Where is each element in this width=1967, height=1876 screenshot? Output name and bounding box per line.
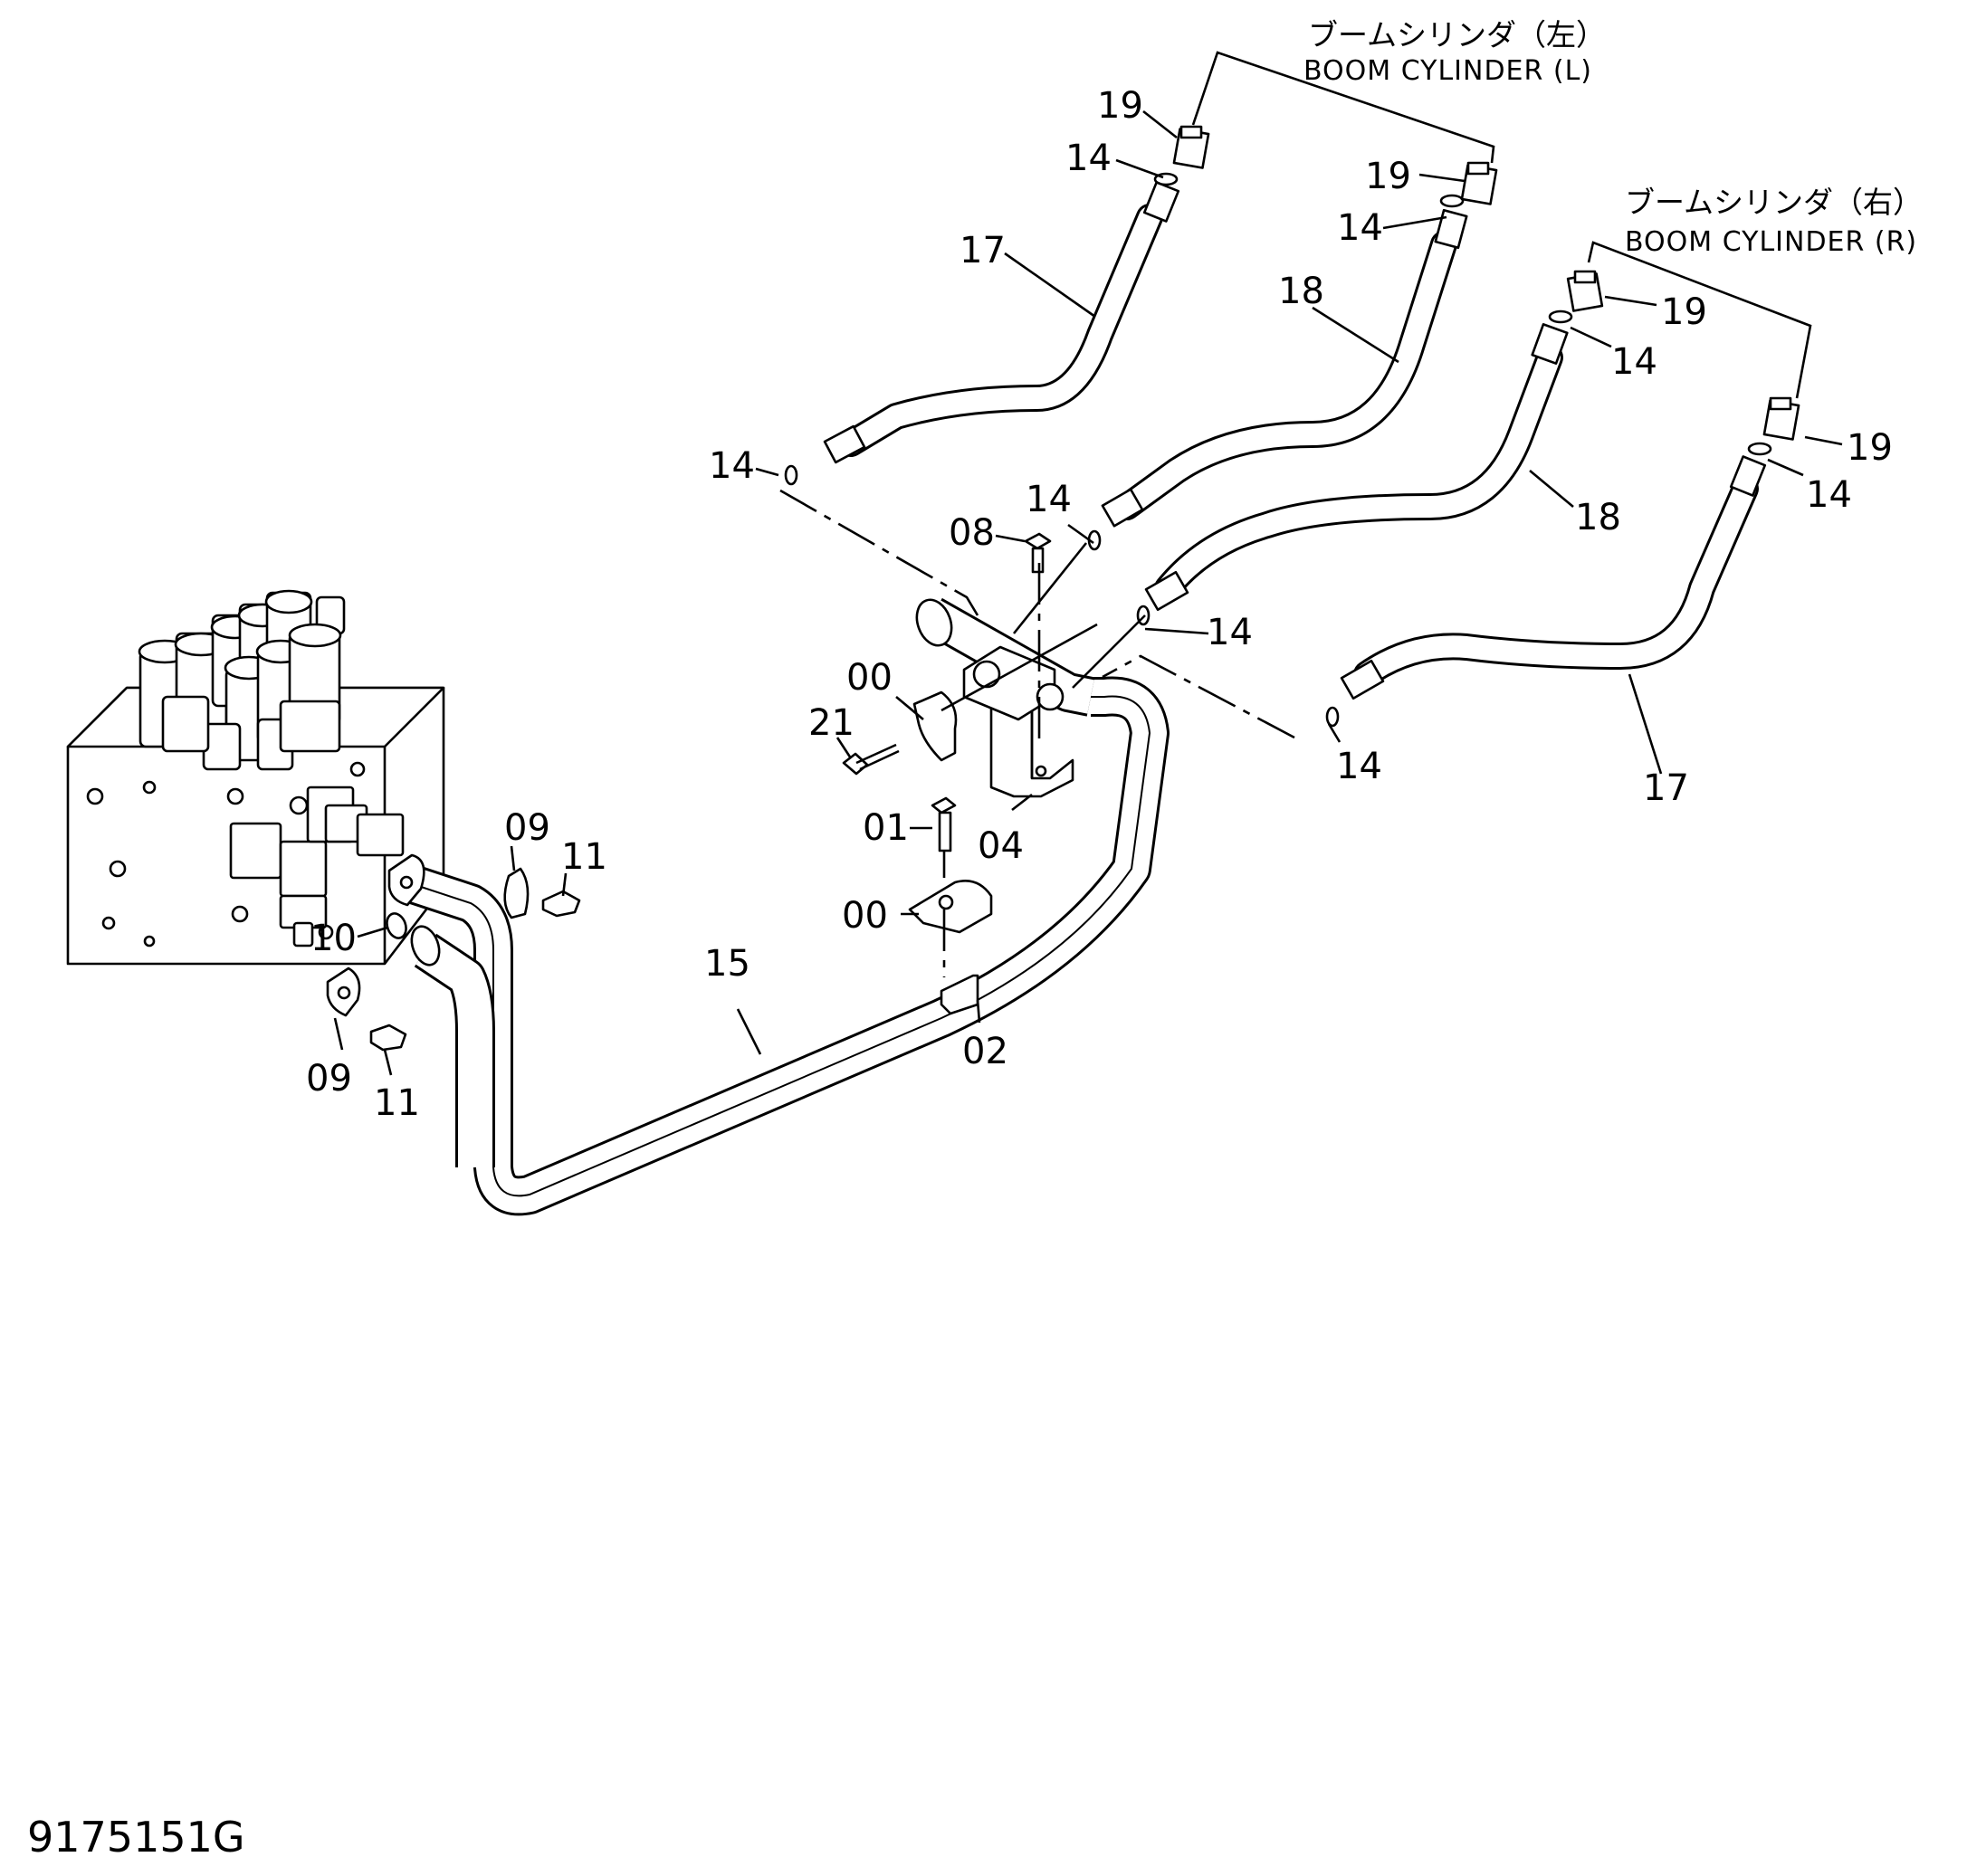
part-label: 14 — [1337, 207, 1383, 249]
part-label: 19 — [1365, 156, 1411, 197]
elbow-19-a — [1172, 125, 1210, 169]
elbow-19-d — [1762, 396, 1800, 441]
bolt-21 — [842, 743, 900, 776]
flange-clamp-upper — [387, 853, 425, 907]
elbow-19-b — [1460, 161, 1498, 205]
part-label: 11 — [374, 1082, 420, 1124]
part-label: 19 — [1847, 427, 1893, 469]
part-label: 15 — [704, 943, 750, 985]
part-label: 14 — [1806, 474, 1852, 516]
part-label: 19 — [1661, 291, 1707, 333]
part-label: 17 — [1643, 767, 1689, 809]
control-valve — [66, 589, 445, 966]
o-ring-10 — [386, 912, 407, 939]
clamp-block-upper — [962, 645, 1065, 721]
leader-lines — [333, 110, 1843, 1076]
elbow-19-c — [1566, 270, 1604, 312]
part-label: 08 — [949, 512, 995, 554]
left-cylinder-jp-label: ブームシリンダ（左） — [1308, 17, 1606, 52]
hose-17-left — [784, 172, 1180, 486]
part-label: 17 — [960, 230, 1006, 271]
clamp-half-lower — [908, 880, 993, 934]
part-label: 14 — [1207, 612, 1253, 653]
part-label: 18 — [1575, 497, 1621, 538]
steel-pipe — [401, 597, 1170, 1216]
bolt-08 — [1024, 532, 1052, 574]
part-label: 09 — [504, 807, 550, 849]
part-label: 21 — [808, 702, 855, 744]
hose-18-left — [1087, 194, 1468, 551]
part-label: 09 — [306, 1058, 352, 1100]
part-label: 11 — [561, 836, 607, 878]
bolt-11-lower — [369, 1024, 407, 1052]
part-label: 14 — [709, 445, 755, 487]
left-cylinder-en-label: BOOM CYLINDER (L) — [1303, 55, 1592, 87]
part-label: 14 — [1065, 138, 1112, 179]
part-label: 10 — [310, 918, 357, 959]
part-label: 14 — [1336, 746, 1382, 787]
part-label: 00 — [846, 657, 893, 699]
flange-clamp-lower — [326, 967, 361, 1017]
part-label: 19 — [1097, 85, 1143, 127]
clamp-half-upper — [912, 690, 958, 762]
part-label: 01 — [863, 807, 909, 849]
part-label: 04 — [978, 825, 1024, 867]
part-label: 14 — [1026, 479, 1072, 520]
part-labels: 19 14 17 19 14 18 19 14 19 14 18 14 14 1… — [306, 85, 1893, 1124]
right-cylinder-jp-label: ブームシリンダ（右） — [1625, 185, 1923, 220]
cyl-bracket-left — [1191, 51, 1495, 164]
cyl-bracket-right — [1587, 241, 1812, 399]
right-cylinder-en-label: BOOM CYLINDER (R) — [1625, 226, 1917, 258]
chain-lines — [779, 489, 1295, 977]
bolt-01 — [931, 796, 957, 852]
part-label: 18 — [1278, 271, 1324, 312]
hose-17-right — [1325, 442, 1772, 728]
hose-18-right — [1136, 309, 1573, 626]
part-label: 02 — [962, 1031, 1008, 1072]
figure-id: 9175151G — [27, 1813, 245, 1862]
part-label: 00 — [842, 895, 888, 937]
clamp-09-upper — [503, 867, 530, 919]
bolt-11-upper — [541, 890, 581, 918]
part-label: 14 — [1611, 341, 1657, 383]
